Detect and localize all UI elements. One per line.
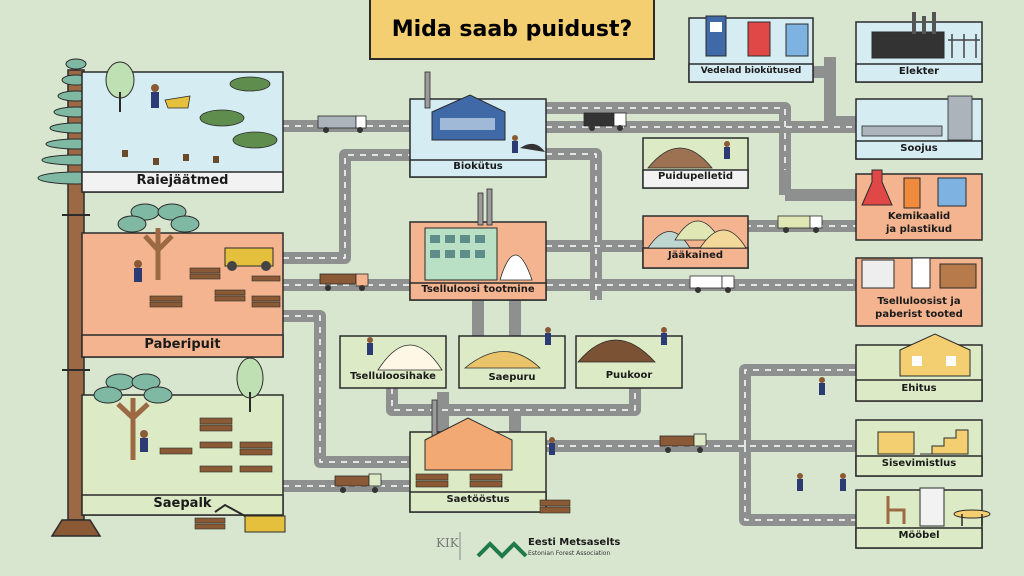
truck-icon [317,115,367,133]
truck-icon [689,275,735,293]
label-kemikaalid-line2: ja plastikud [885,224,953,235]
product-panel-moobel [855,487,991,549]
label-moobel: Mööbel [898,530,940,541]
label-vedelad: Vedelad biokütused [700,66,802,76]
label-saepalk: Saepalk [153,496,212,511]
label-saetoostus: Saetööstus [446,494,510,505]
truck-icons [317,112,823,493]
label-paberitooted-line1: Tselluloosist ja [877,296,961,307]
label-kemikaalid-line1: Kemikaalid [887,211,951,222]
kik-logo: KIK [436,536,459,550]
label-paberitooted-line2: paberist tooted [875,309,963,320]
footer-logos [459,532,528,560]
product-panel-elekter [855,12,983,83]
product-panel-vedelad [688,15,814,83]
label-jaakained: Jääkained [667,250,724,261]
label-puidupelletid: Puidupelletid [657,171,734,182]
process-panel-puidupelletid [642,137,749,189]
source-panel-raiejaatmed [81,61,284,193]
process-panel-saetoostus [409,399,571,514]
label-sisevimistlus: Sisevimistlus [881,458,957,469]
label-puukoor: Puukoor [605,370,653,381]
label-elekter: Elekter [898,66,940,77]
page-title: Mida saab puidust? [369,0,655,60]
process-panel-jaakained [642,215,749,269]
product-panel-paberitooted [855,257,983,327]
process-panel-biokytus [409,71,547,178]
label-tselluloosihake: Tselluloosihake [350,371,436,382]
source-panel-paberipuit [81,203,284,358]
org-subtitle: Estonian Forest Association [528,550,611,557]
label-soojus: Soojus [900,143,938,154]
product-panel-ehitus [855,333,983,402]
truck-icon [583,112,627,131]
process-panel-tselluloos [409,188,547,301]
source-panel-saepalk [81,357,284,516]
worker-icons [367,135,846,491]
truck-icon [319,273,369,291]
label-raiejaatmed: Raiejäätmed [136,173,229,188]
excavator-icon [194,503,286,533]
truck-icon [777,215,823,233]
label-tselluloos: Tselluloosi tootmine [421,284,535,295]
product-panel-soojus [855,95,983,160]
process-panel-tselluloosihake [339,335,447,389]
truck-icon [334,473,382,493]
label-saepuru: Saepuru [488,372,536,383]
label-biokytus: Biokütus [453,161,503,172]
truck-icon [659,433,707,453]
product-panel-sisevimistlus [855,419,983,477]
label-paberipuit: Paberipuit [144,337,221,352]
product-panel-kemikaalid [855,169,983,241]
org-name: Eesti Metsaselts [528,537,621,548]
label-ehitus: Ehitus [901,383,937,394]
